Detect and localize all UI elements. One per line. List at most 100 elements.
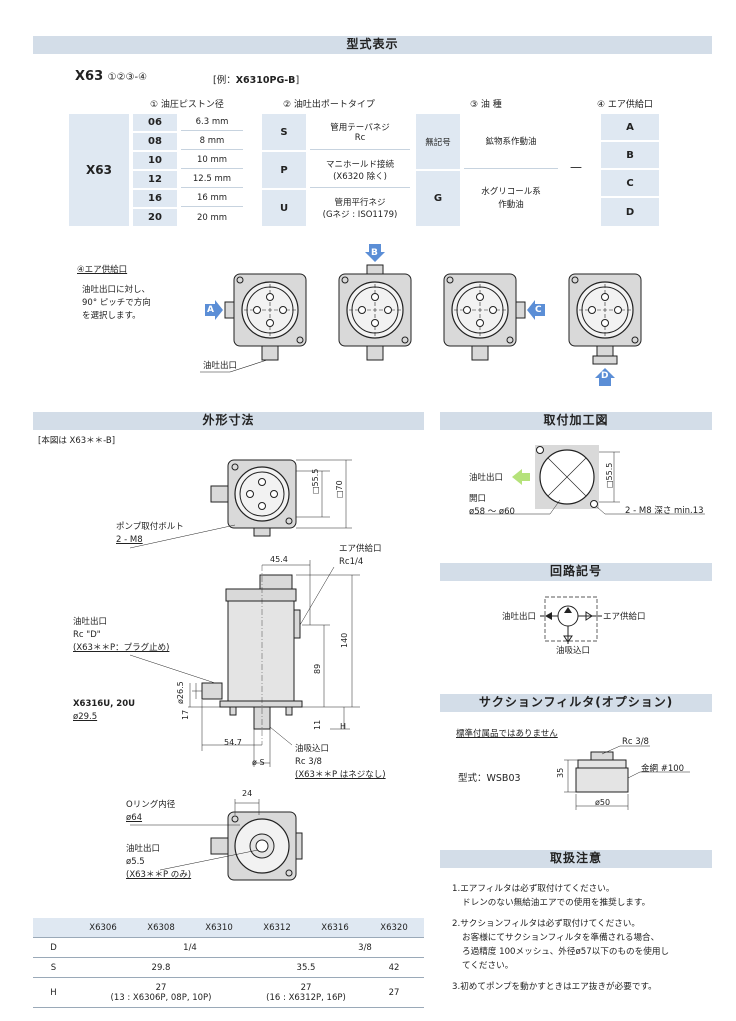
pump-orientation-views [200,244,642,386]
section-mounting: 取付加工図 [440,412,712,430]
dim-sq55: □55.5 [311,468,320,494]
model-dash: — [570,160,582,174]
oil-desc: 鉱物系作動油 [464,114,558,169]
dim-side-view [129,560,360,767]
air-port-code: C [601,170,659,196]
col4-header: ④ エア供給口 [597,100,653,110]
piston-code: 10 [133,152,177,169]
oil-desc: 水グリコール系作動油 [481,186,541,210]
dim-89: 89 [313,663,322,674]
mount-bolt-label: 2 - M8 深さ min.13 [625,506,704,516]
air-label-a: A [207,305,214,315]
section-model-display: 型式表示 [33,36,712,54]
dim-sq70: □70 [335,480,344,498]
spec-header: X6310 [205,922,233,933]
oil-table: 無記号 鉱物系作動油 G 水グリコール系作動油 [416,114,558,226]
filter-h35: 35 [556,767,565,778]
piston-table: 06 6.3 mm 08 8 mm 10 10 mm 12 12.5 mm 16… [133,114,243,226]
mount-outlet-label: 油吐出口 [469,473,504,483]
spec-header: X6312 [263,922,291,933]
col1-header: ① 油圧ピストン径 [150,100,224,110]
pump-view-c [443,273,526,361]
spec-row-label: D [50,942,57,953]
arrow-d-icon [595,368,615,386]
air-port-code: A [601,114,659,140]
dim-45-4: 45.4 [270,555,288,564]
air-note: ④エア供給口 油吐出口に対し、 90° ピッチで方向 を選択します。 [77,265,151,321]
spec-header: X6320 [380,922,408,933]
port-code: S [262,114,306,150]
spec-row-label: H [50,987,57,998]
dimension-drawing [129,459,360,881]
filter-rc: Rc 3/8 [622,737,649,747]
air-inlet-label: エア供給口 Rc1/4 [339,544,382,567]
handling-item-1: 1.エアフィルタは必ず取付けてください。 ドレンのない無給油エアでの使用を推奨し… [452,884,651,908]
pump-view-a [224,273,307,361]
piston-size: 10 mm [181,152,243,169]
piston-code: 16 [133,190,177,207]
oil-code: G [416,171,460,226]
spec-cell: 27(16 : X6312P, 16P) [266,982,346,1003]
spec-cell: 42 [388,962,400,973]
air-note-title: ④エア供給口 [77,265,128,275]
oring-label: Oリング内径 ø64 [126,800,176,823]
model-code-line: X63 ①②③-④ [75,69,147,84]
filter-d50: ø50 [595,798,611,807]
model-base-cell: X63 [69,114,129,226]
piston-code: 20 [133,209,177,226]
outlet-arrow-icon [512,469,530,485]
filter-model: 型式：WSB03 [458,773,521,784]
arrow-c-icon [527,300,545,320]
mount-sq: □55.5 [605,462,614,488]
col3-header: ③ 油 種 [470,100,502,110]
model-suffix: ①②③-④ [107,72,148,83]
outlet-label: 油吐出口 [203,361,238,371]
mounting-drawing [470,445,705,515]
oil-outlet-label: 油吐出口 Rc "D" (X63＊＊P：プラグ止め) [73,617,170,653]
model-example-code: X6310PG-B [235,75,296,86]
spec-header: X6306 [89,922,117,933]
section-suction-filter: サクションフィルタ(オプション) [440,694,712,712]
dim-bottom-view [130,799,303,881]
spec-cell: 27(13 : X6306P, 08P, 10P) [110,982,212,1003]
mount-open-label: 開口 ø58 ～ ø60 [469,494,515,517]
dim-phi-s: ø S [252,758,265,767]
spec-cell: 3/8 [358,942,372,953]
handling-list: 1.エアフィルタは必ず取付けてください。 ドレンのない無給油エアでの使用を推奨し… [452,882,710,994]
spec-cell: 1/4 [183,942,197,953]
port-desc: 管用平行ネジ(Gネジ : ISO1179) [322,198,398,220]
dim-17: 17 [181,709,190,720]
figure-note: [本図は X63＊＊-B] [38,436,116,446]
spec-row-label: S [50,962,57,973]
filter-note: 標準付属品ではありません [456,729,558,739]
dim-54-7: 54.7 [224,738,242,747]
port-desc: マニホールド接続(X6320 除く) [310,152,410,188]
spec-cell: 27 [388,987,400,998]
spec-header: X6308 [147,922,175,933]
x6316u-label: X6316U, 20U ø29.5 [73,699,136,722]
piston-size: 12.5 mm [181,171,243,188]
col2-header: ② 油吐出ポートタイプ [283,100,375,110]
circuit-symbol [540,596,602,644]
model-code: X63 [75,69,104,84]
spec-header: X6316 [321,922,349,933]
piston-code: 06 [133,114,177,131]
piston-code: 08 [133,133,177,150]
oil-inlet-label: 油吸込口 Rc 3/8 (X63＊＊P はネジなし) [295,744,386,780]
dim-140: 140 [340,632,349,648]
piston-size: 20 mm [196,212,228,223]
outlet-bottom-label: 油吐出口 ø5.5 (X63＊＊P のみ) [126,844,192,880]
spec-cell: 29.8 [151,962,171,973]
air-label-c: C [535,305,542,315]
port-code: U [262,190,306,226]
circuit-inlet-label: 油吸込口 [556,646,591,656]
air-port-code: D [601,198,659,226]
section-handling: 取扱注意 [440,850,712,868]
air-label-d: D [601,371,609,381]
port-code: P [262,152,306,188]
section-dimensions: 外形寸法 [33,412,424,430]
piston-size: 6.3 mm [181,114,243,131]
model-example: [例：X6310PG-B] [213,75,300,86]
spec-table: X6306 X6308 X6310 X6312 X6316 X6320 D 1/… [33,918,424,1008]
